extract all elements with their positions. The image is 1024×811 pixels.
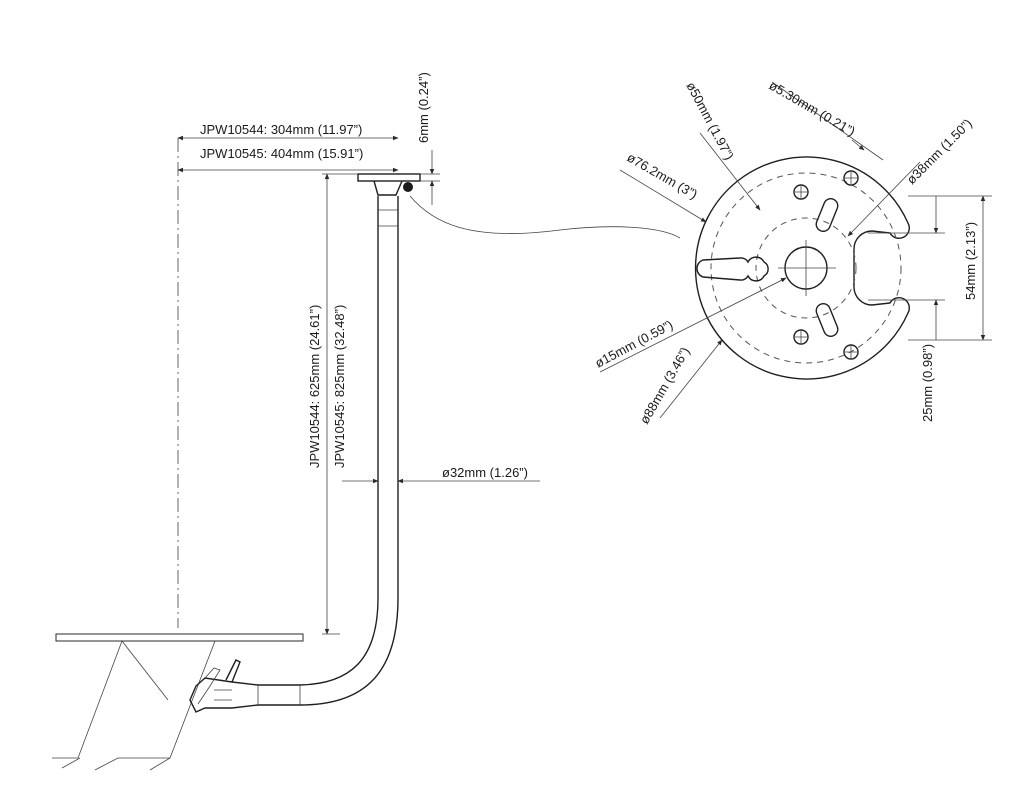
d38-label: ø38mm (1.50”) bbox=[904, 116, 975, 187]
plate-outline bbox=[694, 156, 910, 380]
d76-label: ø76.2mm (3”) bbox=[625, 150, 701, 202]
d15-label: ø15mm (0.59”) bbox=[592, 317, 675, 371]
h25-label: 25mm (0.98”) bbox=[920, 344, 935, 422]
detail-leader bbox=[409, 195, 681, 239]
lower-slot bbox=[815, 303, 839, 337]
pipe-clamp bbox=[189, 659, 259, 713]
top-mounting-plate bbox=[357, 173, 421, 196]
pipe-diameter-label: ø32mm (1.26”) bbox=[442, 465, 528, 480]
d530-label: ø5.30mm (0.21”) bbox=[767, 78, 858, 139]
height-label-jpw10544: JPW10544: 625mm (24.61”) bbox=[307, 305, 322, 468]
d88-label: ø88mm (3.46”) bbox=[637, 345, 693, 427]
d50-label: ø50mm (1.97”) bbox=[683, 79, 737, 162]
plate-thickness-label: 6mm (0.24”) bbox=[416, 72, 431, 143]
side-view: JPW10544: 304mm (11.97”) JPW10545: 404mm… bbox=[52, 72, 681, 771]
height-label-jpw10545: JPW10545: 825mm (32.48”) bbox=[332, 305, 347, 468]
mounting-surface bbox=[52, 633, 304, 771]
h54-label: 54mm (2.13”) bbox=[963, 222, 978, 300]
plate-top-view: ø50mm (1.97”) ø5.30mm (0.21”) ø76.2mm (3… bbox=[592, 78, 992, 427]
pipe-bend bbox=[257, 597, 399, 706]
upper-slot bbox=[815, 198, 839, 232]
vertical-pipe bbox=[377, 196, 399, 598]
width-label-jpw10544: JPW10544: 304mm (11.97”) bbox=[200, 122, 362, 137]
left-slot bbox=[696, 256, 769, 282]
mounting-holes bbox=[793, 170, 859, 360]
width-label-jpw10545: JPW10545: 404mm (15.91”) bbox=[200, 146, 363, 161]
cable-exit-hole bbox=[403, 182, 413, 192]
